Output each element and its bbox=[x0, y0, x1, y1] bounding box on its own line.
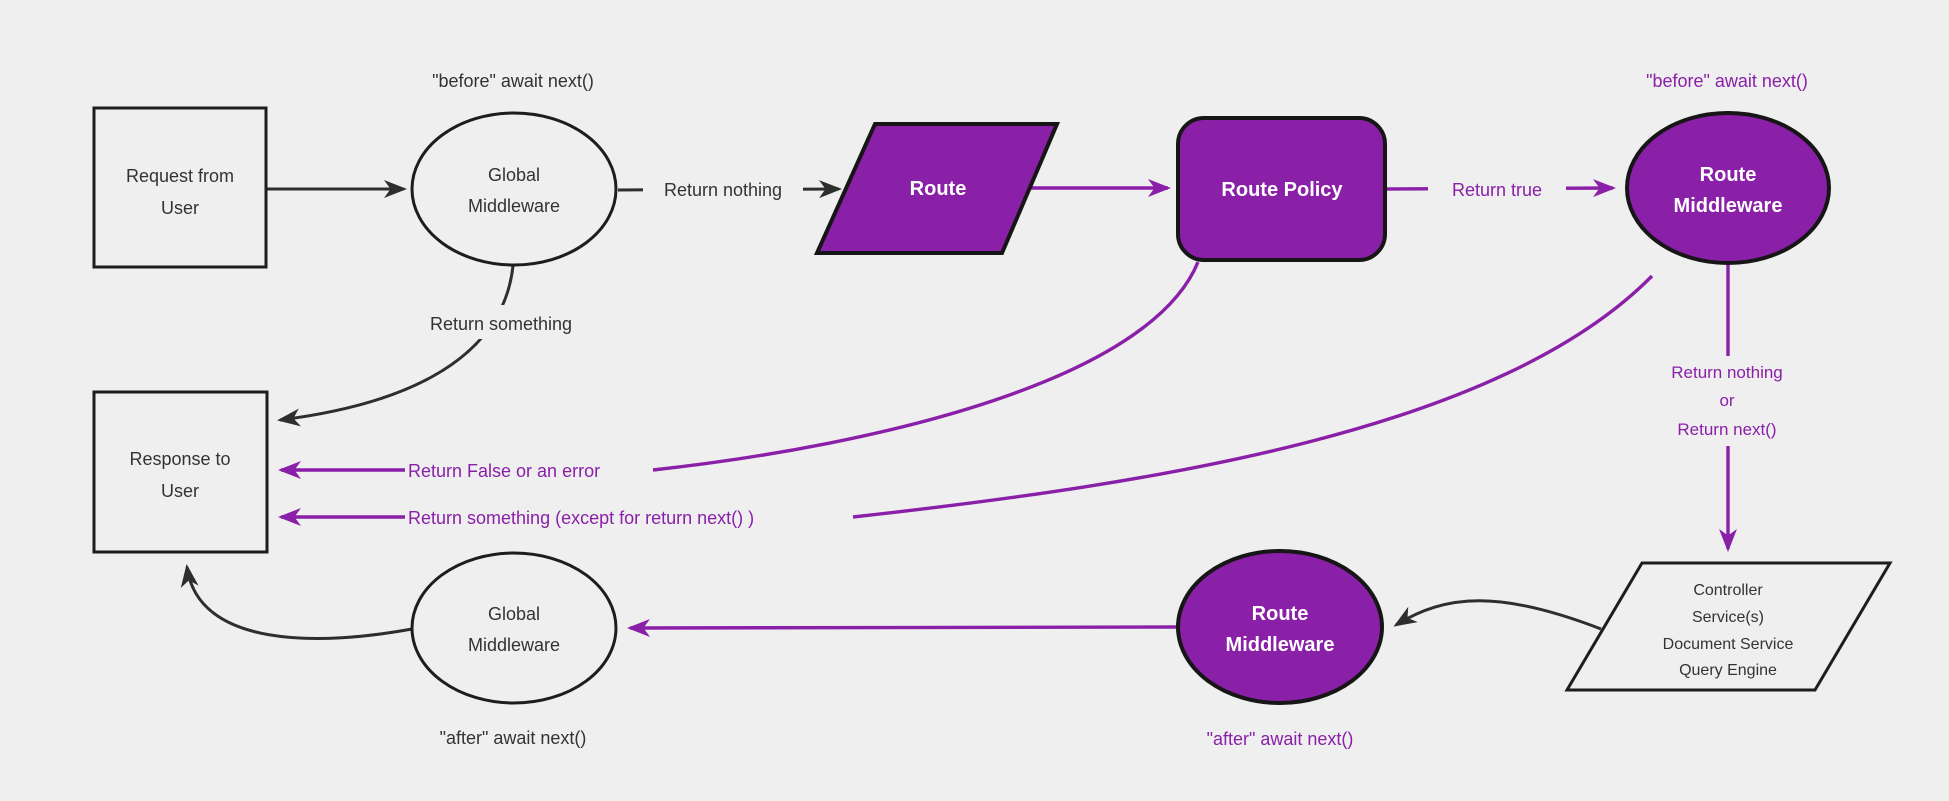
global-middleware-bottom-label-line2: Middleware bbox=[468, 635, 560, 655]
route-shape bbox=[813, 122, 1061, 255]
label-return-something-except: Return something (except for return next… bbox=[408, 508, 754, 528]
label-return-nothing-or-return-next: Return nothing or Return next() bbox=[1636, 356, 1820, 446]
label-return-nothing-top-bg bbox=[643, 174, 803, 205]
route-middleware-top-label-line2: Middleware bbox=[1674, 195, 1783, 217]
request-from-user-shape bbox=[92, 106, 268, 269]
node-route-middleware-top: Route Middleware bbox=[1625, 111, 1831, 265]
edge-route-middleware-bottom-to-global-middleware-bottom bbox=[627, 618, 1179, 637]
response-to-user-label-line2: User bbox=[161, 481, 199, 501]
label-before-await-next-route: "before" await next() bbox=[1646, 71, 1808, 91]
node-route-policy: Route Policy bbox=[1176, 116, 1387, 262]
label-return-true: Return true bbox=[1428, 174, 1566, 205]
label-return-something-bg bbox=[404, 305, 600, 339]
node-controller-services: Controller Service(s) Document Service Q… bbox=[1564, 561, 1893, 692]
route-policy-shape bbox=[1176, 116, 1387, 262]
request-from-user-label-line1: Request from bbox=[126, 166, 234, 186]
label-return-something: Return something bbox=[404, 305, 600, 339]
route-middleware-bottom-label-line1: Route bbox=[1252, 603, 1309, 625]
route-middleware-bottom-shape bbox=[1176, 549, 1384, 705]
edge-route-middleware-to-response-curve bbox=[852, 274, 1654, 519]
global-middleware-top-label-line2: Middleware bbox=[468, 196, 560, 216]
controller-services-label-line4: Query Engine bbox=[1679, 662, 1777, 679]
controller-services-label-line3: Document Service bbox=[1663, 636, 1794, 653]
svg-text:Return something: Return something bbox=[430, 314, 572, 334]
node-route: Route bbox=[813, 122, 1061, 255]
controller-services-label-line1: Controller bbox=[1693, 582, 1763, 599]
controller-services-label-line2: Service(s) bbox=[1692, 609, 1764, 626]
svg-text:Return next(): Return next() bbox=[1677, 420, 1776, 439]
node-response-to-user: Response to User bbox=[92, 390, 269, 554]
edge-global-middleware-bottom-to-response bbox=[180, 564, 413, 640]
route-label: Route bbox=[910, 178, 967, 200]
label-after-await-next-global: "after" await next() bbox=[440, 728, 587, 748]
request-from-user-label-line2: User bbox=[161, 198, 199, 218]
svg-text:Return nothing: Return nothing bbox=[1671, 363, 1783, 382]
response-to-user-label-line1: Response to bbox=[129, 449, 230, 469]
label-before-await-next-global: "before" await next() bbox=[432, 71, 594, 91]
global-middleware-bottom-shape bbox=[410, 551, 618, 705]
route-middleware-top-shape bbox=[1625, 111, 1831, 265]
edge-route-policy-to-response-curve bbox=[652, 261, 1200, 472]
controller-services-shape bbox=[1564, 561, 1893, 692]
global-middleware-top-shape bbox=[410, 111, 618, 267]
svg-text:or: or bbox=[1719, 391, 1734, 410]
node-global-middleware-top: Global Middleware bbox=[410, 111, 618, 267]
svg-text:Return nothing: Return nothing bbox=[664, 180, 782, 200]
node-request-from-user: Request from User bbox=[92, 106, 268, 269]
edge-global-middleware-to-response-curve bbox=[277, 265, 515, 427]
global-middleware-bottom-label-line1: Global bbox=[488, 604, 540, 624]
label-return-false-or-error: Return False or an error bbox=[408, 461, 600, 481]
node-global-middleware-bottom: Global Middleware bbox=[410, 551, 618, 705]
route-middleware-top-label-line1: Route bbox=[1700, 164, 1757, 186]
label-after-await-next-route: "after" await next() bbox=[1207, 729, 1354, 749]
svg-text:Return true: Return true bbox=[1452, 180, 1542, 200]
response-to-user-shape bbox=[92, 390, 269, 554]
node-route-middleware-bottom: Route Middleware bbox=[1176, 549, 1384, 705]
label-return-true-bg bbox=[1428, 174, 1566, 205]
route-middleware-bottom-label-line2: Middleware bbox=[1226, 634, 1335, 656]
route-policy-label: Route Policy bbox=[1221, 179, 1343, 201]
edge-controller-to-route-middleware-bottom bbox=[1393, 599, 1602, 631]
label-return-nothing-or-return-next-bg bbox=[1636, 356, 1820, 446]
label-return-nothing-top: Return nothing bbox=[643, 174, 803, 205]
global-middleware-top-label-line1: Global bbox=[488, 165, 540, 185]
